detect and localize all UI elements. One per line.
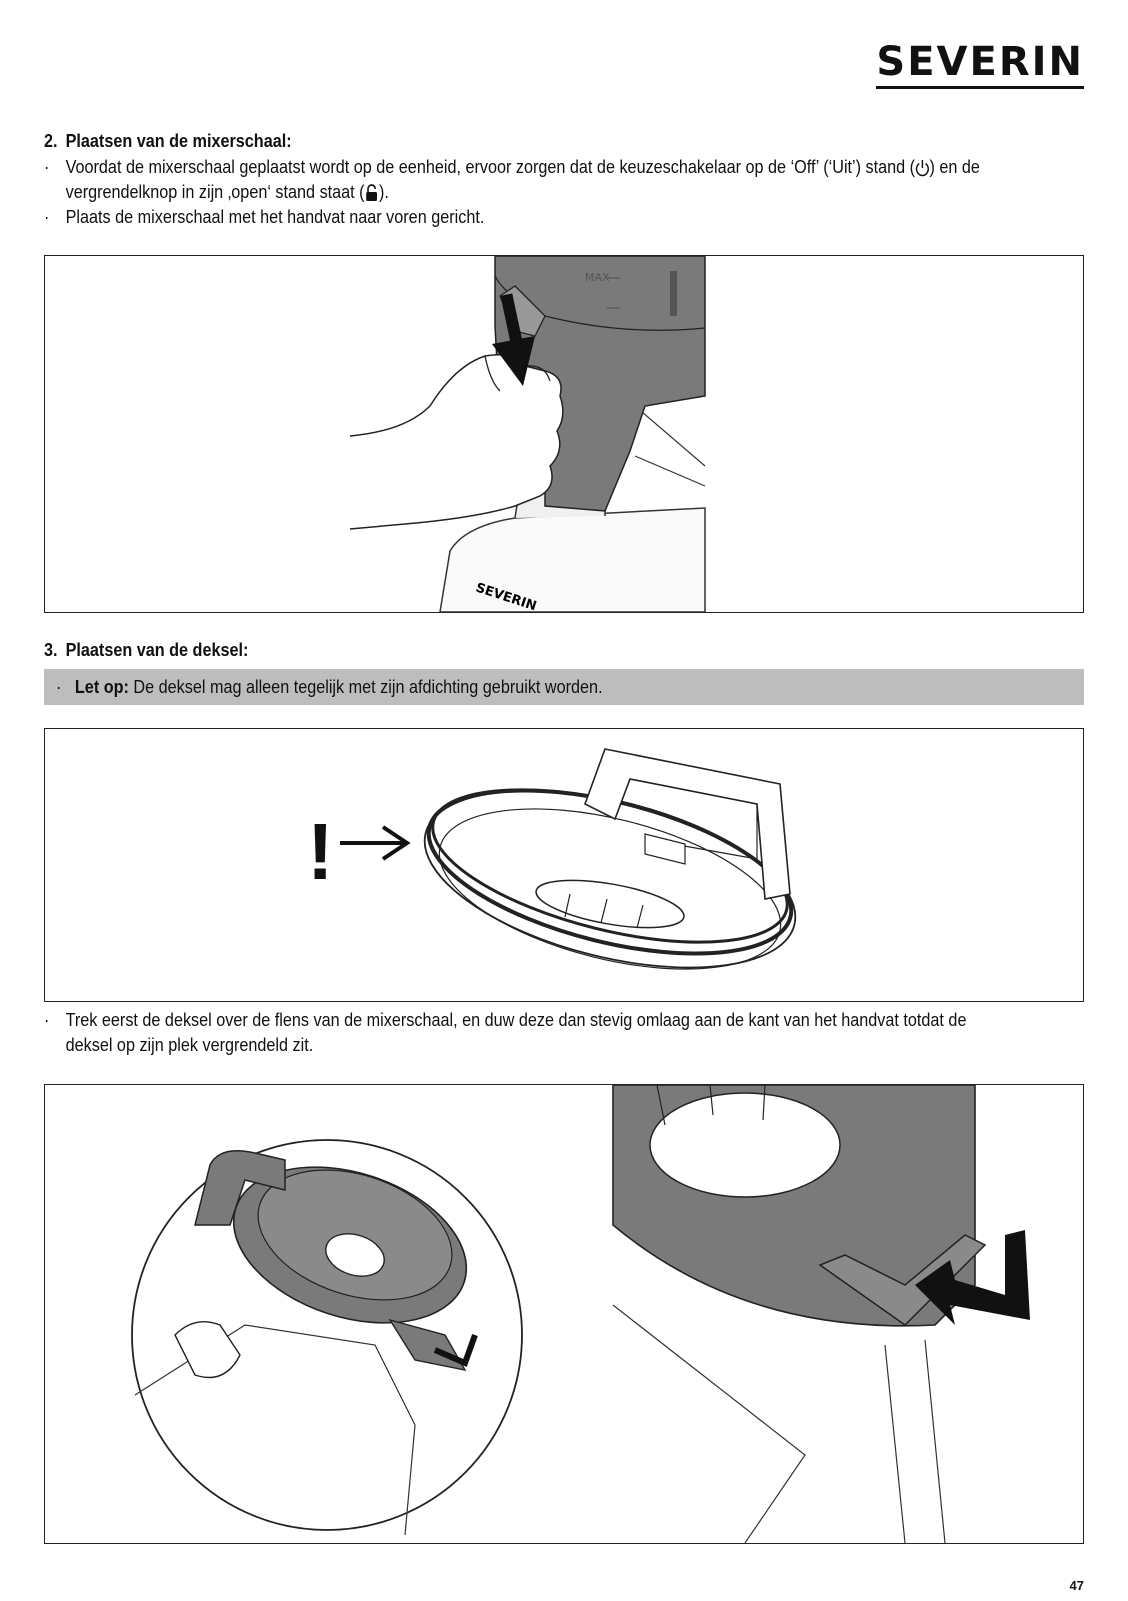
bullet-text: deksel op zijn plek vergrendeld zit. — [65, 1035, 314, 1055]
max-label: MAX — [585, 271, 610, 284]
power-icon — [915, 160, 929, 177]
note-label: Let op: — [74, 677, 129, 697]
section-heading-mixing-bowl: 2. Plaatsen van de mixerschaal: — [44, 130, 292, 152]
right-arrow-icon — [340, 825, 411, 861]
note-body: De deksel mag alleen tegelijk met zijn a… — [128, 677, 603, 697]
open-lock-icon — [366, 184, 378, 201]
figure-lid-seal: ! — [44, 728, 1084, 1002]
section-title: Plaatsen van de mixerschaal: — [65, 131, 292, 151]
illustration-lid: ! — [307, 748, 797, 970]
bullet-text: Trek eerst de deksel over de flens van d… — [65, 1010, 967, 1030]
bullet-text: Voordat de mixerschaal geplaatst wordt o… — [65, 157, 916, 177]
bullet-text: vergrendelknop in zijn ‚open‘ stand staa… — [65, 182, 365, 202]
page-number: 47 — [1069, 1578, 1084, 1593]
lock-arrow-left-icon — [433, 1333, 478, 1368]
illustration-lock-lid — [131, 1085, 1083, 1543]
down-arrow-icon — [492, 293, 535, 386]
figure-lock-lid — [44, 1084, 1084, 1544]
note-text: · Let op: De deksel mag alleen tegelijk … — [56, 676, 603, 698]
section-title: Plaatsen van de deksel: — [65, 640, 249, 660]
bullet-dot: · — [44, 207, 50, 227]
section-number: 3. — [44, 640, 58, 660]
bullet-text: Plaats de mixerschaal met het handvat na… — [65, 207, 485, 227]
section-number: 2. — [44, 131, 58, 151]
note-box: · Let op: De deksel mag alleen tegelijk … — [44, 669, 1084, 705]
exclamation-mark: ! — [307, 807, 334, 896]
illustration-hand-bowl: SEVERIN MAX — [349, 256, 706, 612]
bullet-dot: · — [56, 677, 62, 697]
section-heading-lid: 3. Plaatsen van de deksel: — [44, 639, 248, 661]
brand-logo: SEVERIN — [876, 40, 1084, 89]
bullet-switch-off: · Voordat de mixerschaal geplaatst wordt… — [44, 155, 1052, 205]
bullet-text: ). — [378, 182, 389, 202]
bullet-handle-forward: · Plaats de mixerschaal met het handvat … — [44, 205, 1052, 230]
bullet-dot: · — [44, 157, 50, 177]
bullet-dot: · — [44, 1010, 50, 1030]
figure-place-bowl: SEVERIN MAX — [44, 255, 1084, 613]
bullet-push-lid: · Trek eerst de deksel over de flens van… — [44, 1008, 1052, 1058]
bullet-text: ) en de — [929, 157, 980, 177]
lock-arrow-right-icon — [915, 1230, 1030, 1325]
